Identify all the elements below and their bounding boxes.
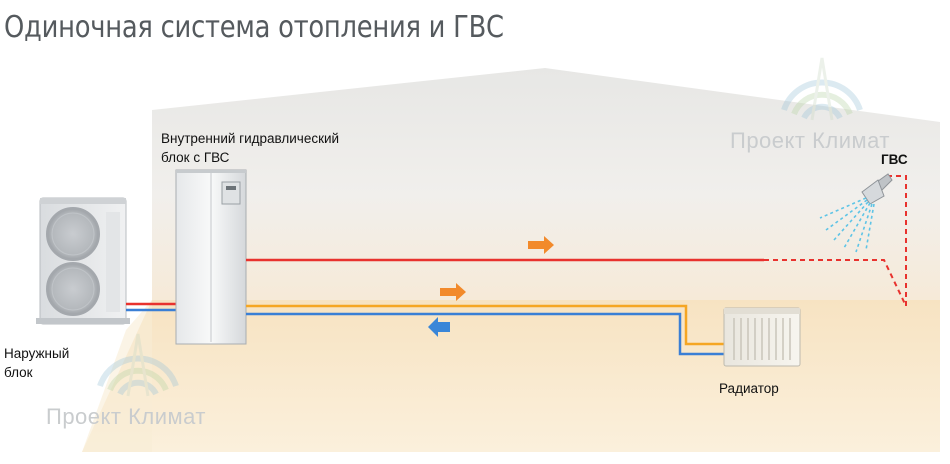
watermark-logo-icon <box>97 333 179 397</box>
radiator-label: Радиатор <box>719 381 779 396</box>
radiator-icon <box>723 307 801 367</box>
watermark-text: Проект Климат <box>730 128 890 153</box>
indoor-unit-label-line2: блок с ГВС <box>161 150 230 165</box>
house-wall <box>152 68 940 300</box>
outdoor-unit-label: Наружный блок <box>4 344 69 382</box>
indoor-unit-icon <box>175 169 247 345</box>
page-title: Одиночная система отопления и ГВС <box>4 10 504 45</box>
floor-fade <box>82 300 152 452</box>
dhw-label: ГВС <box>881 152 908 167</box>
flow-arrow-icon <box>428 317 450 337</box>
heating-return-pipe <box>246 312 724 356</box>
flow-arrow-icon <box>528 236 554 254</box>
flow-arrow-icon <box>440 283 466 301</box>
indoor-unit-label-line1: Внутренний гидравлический <box>161 131 340 146</box>
indoor-unit-label: Внутренний гидравлический блок с ГВС <box>161 129 339 167</box>
watermark-logo-icon <box>781 57 863 121</box>
outdoor-unit-label-line2: блок <box>4 365 33 380</box>
dhw-pipe-hidden <box>764 175 907 307</box>
watermark-text: Проект Климат <box>46 404 206 429</box>
heating-supply-pipe <box>246 304 724 346</box>
shower-head-icon <box>819 173 893 253</box>
outdoor-unit-icon <box>36 197 130 325</box>
outdoor-unit-label-line1: Наружный <box>4 346 70 361</box>
